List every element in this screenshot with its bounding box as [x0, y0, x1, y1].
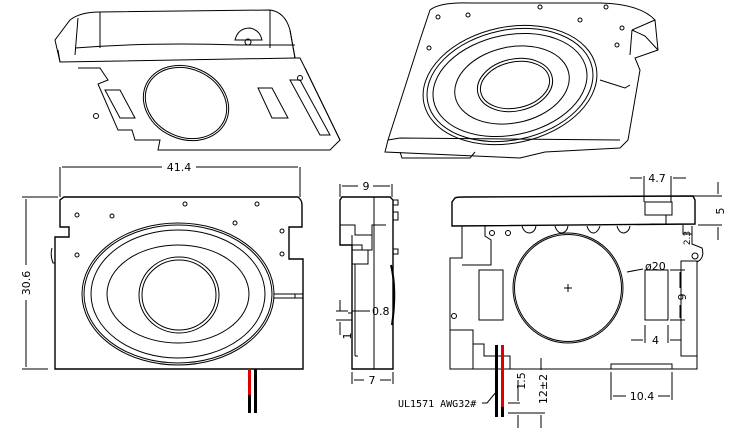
top-height-label: 5: [714, 208, 727, 215]
tab-height-label: 1: [341, 333, 354, 340]
top-thickness-label: 9: [363, 180, 370, 193]
wire-spec-label: UL1571 AWG32#: [398, 399, 476, 410]
isometric-back-view: [54, 9, 341, 151]
wire-length-label: 12±2: [537, 374, 550, 404]
wire-strip-label: 1.5: [515, 372, 528, 390]
red-wire: [248, 369, 251, 405]
tab-thickness-label: 0.8: [372, 305, 390, 318]
side-view: 9 1 0.8 7: [336, 180, 399, 387]
isometric-front-view: [384, 2, 659, 159]
black-wire: [254, 369, 257, 413]
diameter-label: ø20: [645, 260, 666, 273]
red-wire: [501, 345, 504, 407]
bottom-width-label: 10.4: [630, 390, 655, 403]
front-view: 41.4 30.6: [20, 161, 304, 413]
top-width-label: 4.7: [648, 172, 666, 185]
back-view: 4.7 5 2.3 ø20 9 4 10.4: [398, 172, 727, 428]
slot-width-label: 4: [652, 334, 659, 347]
height-dimension-label: 30.6: [20, 271, 33, 296]
bottom-thickness-label: 7: [369, 374, 376, 387]
black-wire: [495, 345, 498, 417]
slot-height-label: 9: [676, 294, 689, 301]
small-dimension-label: 2.3: [683, 231, 693, 245]
width-dimension-label: 41.4: [167, 161, 192, 174]
